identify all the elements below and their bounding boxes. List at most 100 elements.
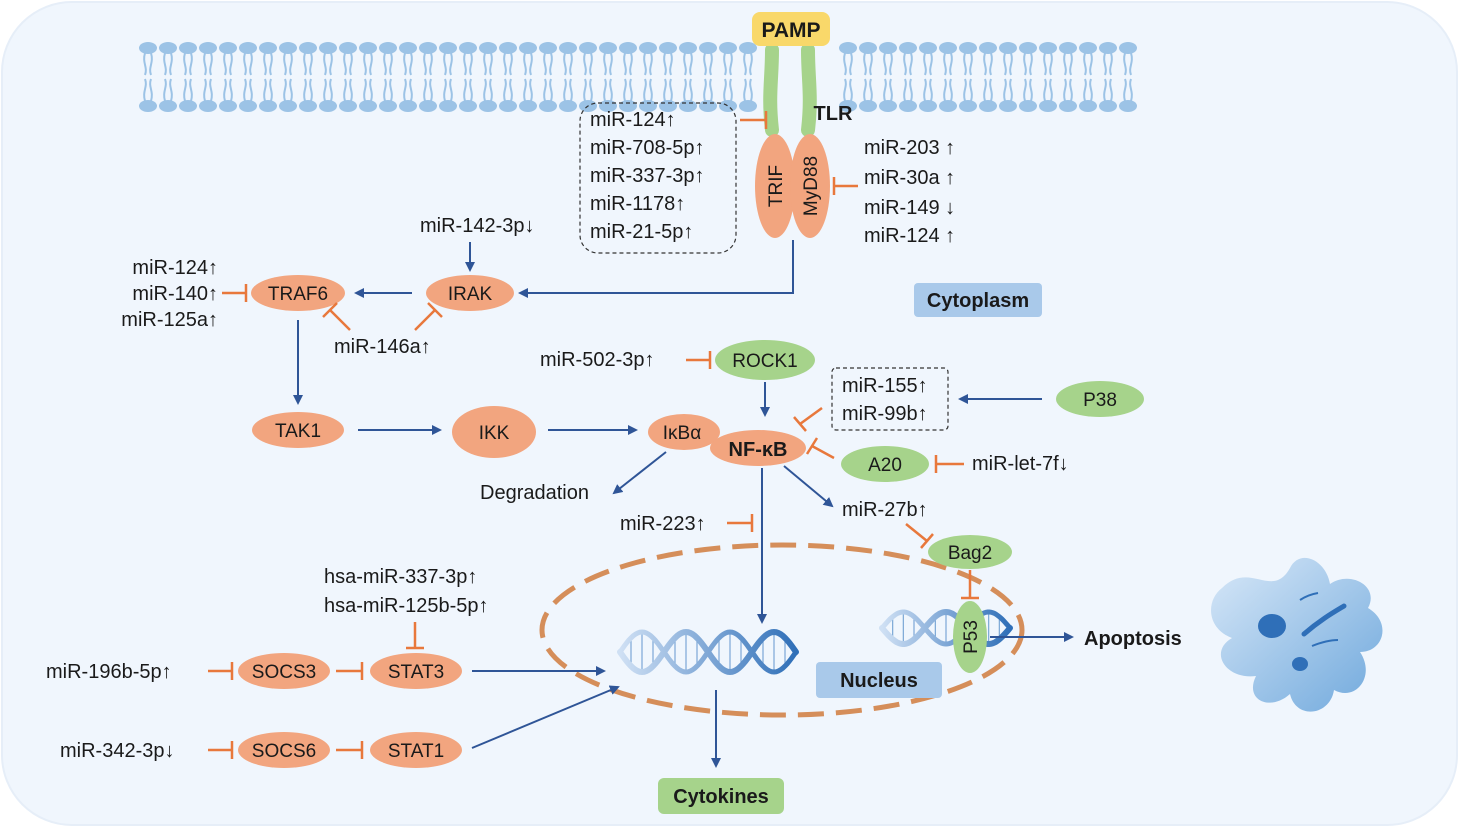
inhibit-socs3 [208,662,234,680]
apoptosis-label: Apoptosis [1084,628,1182,650]
myd88-node [790,134,830,238]
trif-node [755,134,795,238]
nfkb-mirna-2: miR-99b↑ [842,403,928,425]
cell-membrane [139,42,1137,112]
arrow-stat1-dna [471,685,620,749]
p53-node [953,601,987,673]
rock1-node [715,340,815,380]
mir146a-label: miR-146a↑ [334,336,431,358]
socs3-mirna: miR-196b-5p↑ [46,661,172,683]
cytokines-badge [658,778,784,814]
tak1-node [252,412,344,448]
mir223-label: miR-223↑ [620,513,706,535]
stat3-mirna-1: hsa-miR-337-3p↑ [324,566,477,588]
a20-label: A20 [868,455,902,476]
pamp-box [752,12,830,46]
traf6-mirna-3: miR-125a↑ [121,309,218,331]
tlr-mirna-2: miR-708-5p↑ [590,137,704,159]
tlr-mirna-1: miR-124↑ [590,109,676,131]
tlr-mirna-box [579,102,737,254]
nfkb-mirna-1: miR-155↑ [842,375,928,397]
inhibit-mir223 [727,514,754,532]
ikba-node [648,414,720,450]
p38-label: P38 [1083,390,1117,411]
myd88-mirna-2: miR-30a ↑ [864,167,955,189]
tlr-mirna-list: miR-124↑ miR-708-5p↑ miR-337-3p↑ miR-117… [590,109,704,243]
nfkb-node [710,430,806,466]
arrow-ikba-degradation [612,451,667,495]
socs6-mirna: miR-342-3p↓ [60,740,174,762]
irak-upstream-mirna: miR-142-3p↓ [420,215,534,237]
inhibit-traf6 [222,284,248,302]
stat3-node [370,653,462,689]
traf6-label: TRAF6 [268,284,328,305]
stat3-mirna-2: hsa-miR-125b-5p↑ [324,595,489,617]
myd88-mirna-3: miR-149 ↓ [864,197,955,219]
ikk-label: IKK [479,423,510,444]
bag2-label: Bag2 [948,543,992,564]
a20-mirna: miR-let-7f↓ [972,453,1069,475]
nfkb-mirna-box [831,367,949,431]
myd88-mirna-1: miR-203 ↑ [864,137,955,159]
dna-helix-main [617,628,799,676]
myd88-mirna-list: miR-203 ↑ miR-30a ↑ miR-149 ↓ miR-124 ↑ [864,137,955,247]
stat3-label: STAT3 [388,662,444,683]
inhibit-a20-nfkb [805,437,835,460]
inhibit-p53 [961,570,979,600]
traf6-node [251,275,345,311]
rock1-label: ROCK1 [732,351,797,372]
socs3-node [238,653,330,689]
p53-label: P53 [961,620,982,654]
cytoplasm-label: Cytoplasm [927,290,1029,312]
nfkb-label: NF-κB [729,439,788,461]
inhibit-nfkb-box [793,406,823,432]
arrow-nfkb-mir27b [783,465,834,508]
cytokines-label: Cytokines [673,786,769,808]
inhibit-myd88 [832,177,858,195]
traf6-mirna-list: miR-124↑ miR-140↑ miR-125a↑ [121,257,218,331]
inhibit-a20 [934,455,964,473]
p38-node [1056,381,1144,417]
apoptotic-cell-icon [1211,557,1383,712]
inhibit-tlr [740,111,768,129]
inhibit-socs3-stat3 [336,662,364,680]
myd88-mirna-4: miR-124 ↑ [864,225,955,247]
trif-label: TRIF [766,165,787,207]
tlr-receptor: PAMP TLR TRIF MyD88 [752,12,853,238]
tlr-label: TLR [814,103,853,125]
socs3-label: SOCS3 [252,662,316,683]
traf6-mirna-1: miR-124↑ [132,257,218,279]
inhibit-bag2 [905,523,934,549]
stat1-label: STAT1 [388,741,444,762]
inhibit-rock1 [686,351,712,369]
bag2-node [928,535,1012,569]
cytoplasm-badge [914,283,1042,317]
a20-node [841,446,929,482]
ikk-node [452,406,536,458]
socs6-node [238,732,330,768]
inhibit-mir146a [322,302,443,331]
degradation-label: Degradation [480,482,589,504]
inhibit-stat3 [406,622,424,650]
inhibit-socs6 [208,741,234,759]
arrow-myd88-irak [518,240,794,298]
tlr-mirna-4: miR-1178↑ [590,193,685,215]
stat1-node [370,732,462,768]
socs6-label: SOCS6 [252,741,316,762]
tlr-mirna-5: miR-21-5p↑ [590,221,693,243]
tak1-label: TAK1 [275,421,321,442]
nucleus-label: Nucleus [840,670,918,692]
tlr-mirna-3: miR-337-3p↑ [590,165,704,187]
irak-label: IRAK [448,284,493,305]
mir27b-label: miR-27b↑ [842,499,928,521]
rock1-mirna: miR-502-3p↑ [540,349,654,371]
inhibit-socs6-stat1 [336,741,364,759]
traf6-mirna-2: miR-140↑ [132,283,218,305]
pamp-label: PAMP [761,19,820,42]
myd88-label: MyD88 [801,156,822,216]
nucleus-badge [816,662,942,698]
irak-node [426,275,514,311]
nucleus-membrane [539,542,1025,718]
